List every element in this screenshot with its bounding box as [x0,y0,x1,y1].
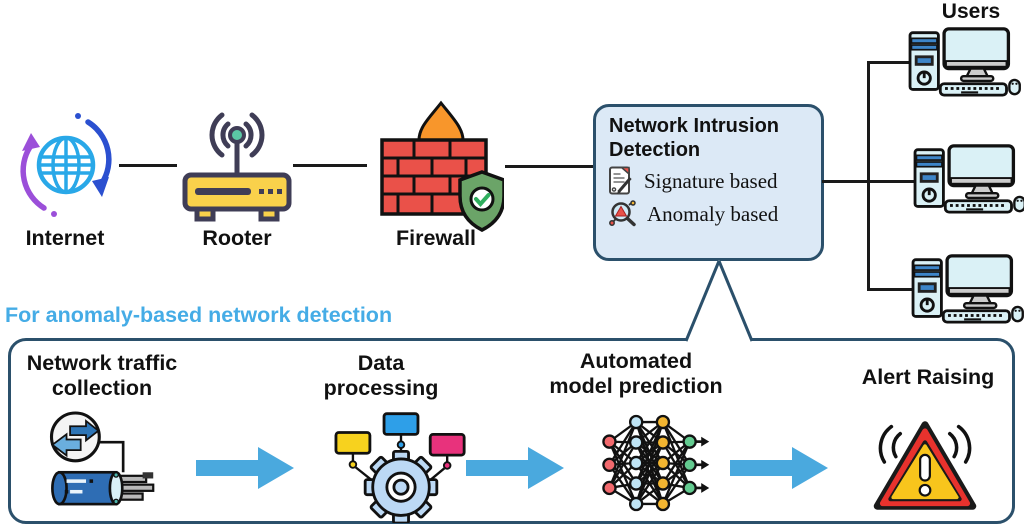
nid-title: Network Intrusion Detection [609,115,780,161]
nid-item-anomaly: Anomaly based [608,200,821,228]
connector-internet-rooter [119,164,177,167]
firewall-label: Firewall [395,226,477,250]
connector-firewall-nid [505,165,593,168]
signature-document-icon [609,166,632,195]
nid-item-signature-label: Signature based [644,168,778,193]
desktop-workstation-icon [904,27,1022,97]
rooter-label: Rooter [202,226,272,250]
neural-network-icon [602,414,710,512]
stage-label-automated-model-prediction: Automated model prediction [549,349,723,398]
users-stub-bottom [867,288,917,291]
connector-nid-users [822,180,920,183]
internet-label: Internet [25,226,105,250]
brick-wall-flame-shield-icon [380,100,504,232]
flow-arrow-icon [466,447,564,489]
stage-label-alert-raising: Alert Raising [861,365,995,389]
warning-alarm-icon [873,421,977,510]
stage-label-network-traffic-collection: Network traffic collection [26,351,178,400]
nid-item-anomaly-label: Anomaly based [647,201,779,226]
anomaly-magnifier-icon [609,200,636,227]
users-stub-top [867,61,917,64]
anomaly-section-heading: For anomaly-based network detection [5,303,393,327]
gear-data-icon [334,412,466,523]
users-bus-line [867,61,870,291]
desktop-workstation-icon [907,254,1024,324]
wifi-router-icon [182,112,292,222]
globe-sync-icon [20,113,112,217]
flow-arrow-icon [730,447,828,489]
users-label: Users [941,0,1001,23]
nid-item-signature: Signature based [608,166,821,196]
desktop-workstation-icon [909,144,1024,214]
stage-label-data-processing: Data processing [323,351,439,400]
anomaly-pipeline-box [8,338,1015,524]
connector-rooter-firewall [293,164,367,167]
network-intrusion-detection-box: Network Intrusion Detection Signature ba… [593,104,824,261]
network-cable-icon [49,411,155,506]
flow-arrow-icon [196,447,294,489]
